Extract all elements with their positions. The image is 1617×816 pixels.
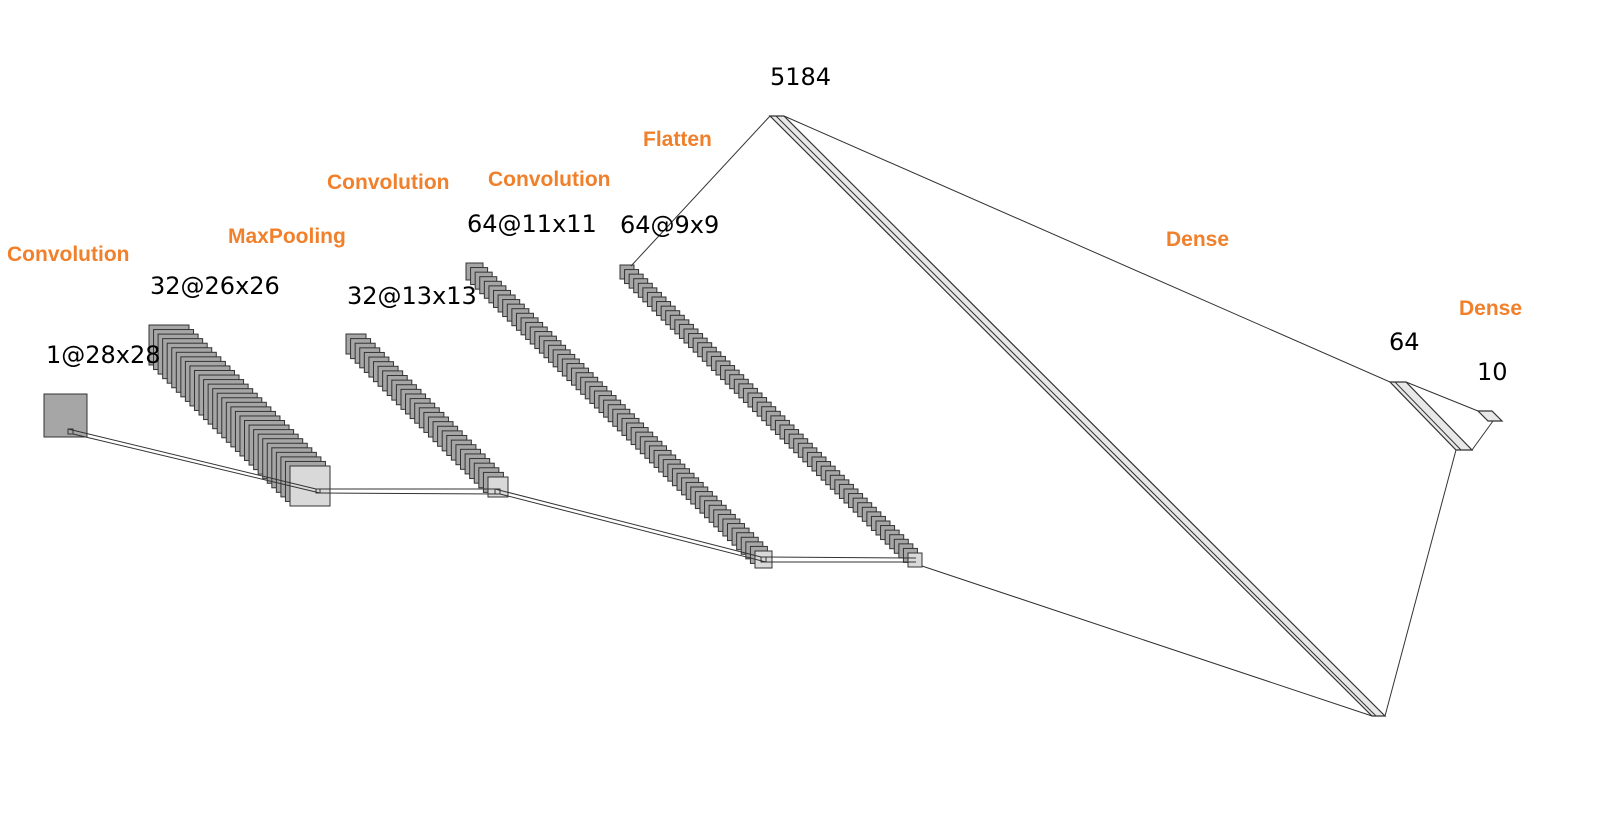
kernel-marker-conv2 — [760, 556, 767, 563]
shape-label-input: 1@28x28 — [46, 341, 161, 369]
shape-label-dense1: 64 — [1389, 328, 1420, 356]
conn-flatten-dense1-bottom — [1384, 449, 1457, 717]
op-label-conv2: Convolution — [327, 171, 449, 194]
op-label-conv3: Convolution — [488, 168, 610, 191]
shape-label-conv3: 64@9x9 — [620, 211, 719, 239]
feature-map-pool1-32 — [487, 476, 509, 498]
conn-pool1-conv2-top — [494, 488, 762, 558]
connection-lines — [67, 115, 1494, 717]
layer-shape-labels: 1@28x28 32@26x26 32@13x13 64@11x11 64@9x… — [46, 63, 1508, 386]
feature-map-conv1-32 — [289, 465, 331, 507]
op-label-pool1: MaxPooling — [228, 225, 346, 248]
operation-labels: Convolution MaxPooling Convolution Convo… — [7, 128, 1522, 320]
conn-dense1-dense2-bottom — [1471, 420, 1494, 451]
shape-label-conv1: 32@26x26 — [150, 272, 280, 300]
feature-map-input-1 — [43, 393, 88, 438]
conn-pool1-conv2-bottom — [499, 493, 767, 563]
shape-label-pool1: 32@13x13 — [347, 282, 477, 310]
feature-map-conv3-64 — [907, 552, 923, 568]
op-label-dense2: Dense — [1459, 297, 1522, 320]
layer-conv3-feature-maps — [619, 264, 923, 568]
conn-conv3-flatten-bottom — [921, 565, 1373, 717]
op-label-flatten: Flatten — [643, 128, 712, 151]
conn-flatten-dense1-top — [783, 115, 1391, 383]
shape-label-flatten: 5184 — [770, 63, 831, 91]
layer-input-feature-maps — [43, 393, 88, 438]
shape-label-conv2: 64@11x11 — [467, 210, 597, 238]
layer-flatten-vector — [768, 115, 1387, 717]
op-label-conv1: Convolution — [7, 243, 129, 266]
layer-conv2-feature-maps — [465, 262, 773, 569]
kernel-marker-input — [67, 428, 74, 435]
conn-input-conv1-bottom — [72, 433, 321, 494]
conn-conv1-pool1-bottom — [319, 492, 501, 495]
layer-conv1-feature-maps — [148, 324, 331, 507]
shape-label-dense2: 10 — [1477, 358, 1508, 386]
layer-dense2-vector — [1476, 410, 1504, 422]
conn-conv2-conv3-top — [765, 556, 917, 559]
layer-pool1-feature-maps — [345, 333, 509, 498]
conn-dense1-dense2-top — [1405, 381, 1479, 412]
op-label-dense1: Dense — [1166, 228, 1229, 251]
conn-input-conv1-top — [67, 428, 317, 490]
conn-conv3-flatten-top — [630, 115, 771, 267]
